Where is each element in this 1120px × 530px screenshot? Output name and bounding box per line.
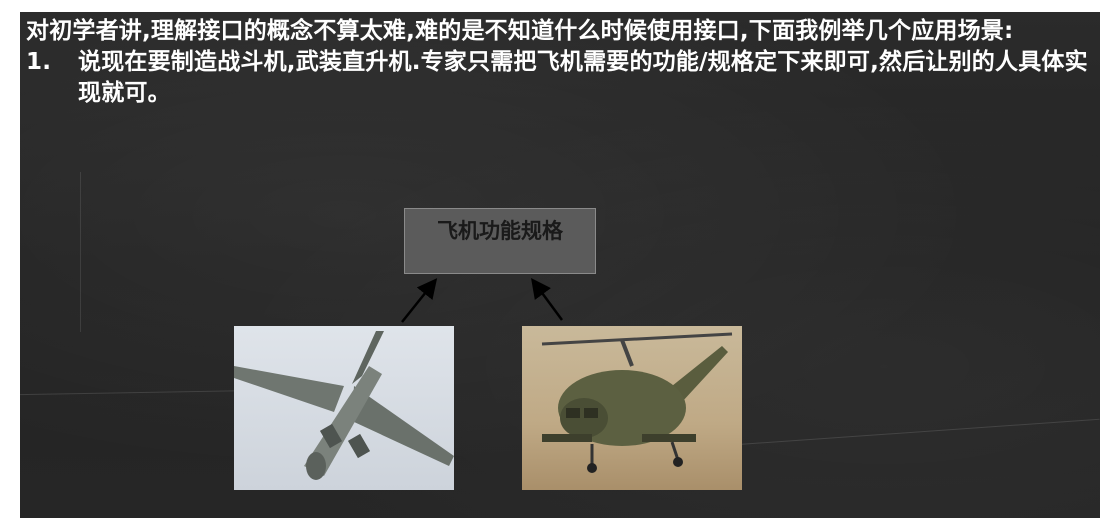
- list-item: 1. 说现在要制造战斗机,武装直升机.专家只需把飞机需要的功能/规格定下来即可,…: [26, 47, 1096, 109]
- slide-text: 对初学者讲,理解接口的概念不算太难,难的是不知道什么时候使用接口,下面我例举几个…: [26, 16, 1096, 109]
- aircraft-spec-box: 飞机功能规格: [404, 208, 596, 274]
- helicopter-icon: [541, 332, 733, 473]
- chalk-scratch: [80, 172, 81, 332]
- arrow-heli-to-spec: [531, 277, 564, 321]
- bomber-aircraft-photo: [234, 326, 454, 490]
- list-number: 1.: [26, 49, 52, 75]
- spec-box-label: 飞机功能规格: [437, 219, 563, 243]
- intro-paragraph: 对初学者讲,理解接口的概念不算太难,难的是不知道什么时候使用接口,下面我例举几个…: [26, 18, 1014, 44]
- bomber-icon: [234, 331, 454, 480]
- inheritance-arrows: [401, 277, 564, 323]
- list-text: 说现在要制造战斗机,武装直升机.专家只需把飞机需要的功能/规格定下来即可,然后让…: [78, 49, 1088, 106]
- chalkboard-slide: 对初学者讲,理解接口的概念不算太难,难的是不知道什么时候使用接口,下面我例举几个…: [20, 12, 1100, 518]
- helicopter-photo: [522, 326, 742, 490]
- arrow-bomber-to-spec: [401, 278, 438, 323]
